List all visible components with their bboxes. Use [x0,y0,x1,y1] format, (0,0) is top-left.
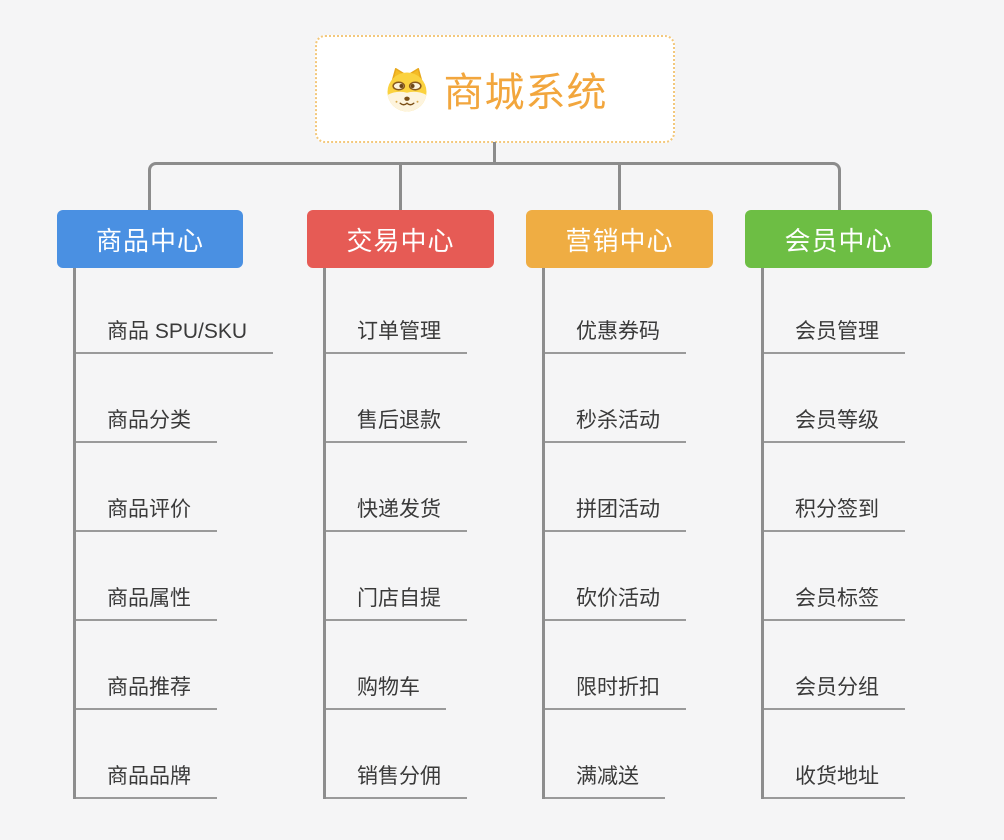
branch-children: 会员管理 会员等级 积分签到 会员标签 会员分组 收货地址 [745,268,985,799]
root-title: 商城系统 [443,71,608,115]
branch-node-member-center[interactable]: 会员中心 [745,210,932,268]
child-node[interactable]: 快递发货 [323,443,547,532]
branch-node-marketing-center[interactable]: 营销中心 [526,210,713,268]
child-node[interactable]: 限时折扣 [542,621,766,710]
child-node[interactable]: 销售分佣 [323,710,547,799]
child-node[interactable]: 购物车 [323,621,547,710]
child-node[interactable]: 拼团活动 [542,443,766,532]
child-node[interactable]: 积分签到 [761,443,985,532]
branch-trade-center: 交易中心 订单管理 售后退款 快递发货 门店自提 购物车 销售分佣 [307,210,547,799]
branch-children: 订单管理 售后退款 快递发货 门店自提 购物车 销售分佣 [307,268,547,799]
child-node[interactable]: 优惠券码 [542,268,766,354]
child-node[interactable]: 会员等级 [761,354,985,443]
branch-children: 优惠券码 秒杀活动 拼团活动 砍价活动 限时折扣 满减送 [526,268,766,799]
branch-children: 商品 SPU/SKU 商品分类 商品评价 商品属性 商品推荐 商品品牌 [57,268,297,799]
child-node[interactable]: 商品品牌 [73,710,297,799]
branch-member-center: 会员中心 会员管理 会员等级 积分签到 会员标签 会员分组 收货地址 [745,210,985,799]
connector-drop-trade [399,164,402,210]
child-node[interactable]: 满减送 [542,710,766,799]
child-node[interactable]: 收货地址 [761,710,985,799]
child-node[interactable]: 会员标签 [761,532,985,621]
branch-node-trade-center[interactable]: 交易中心 [307,210,494,268]
child-node[interactable]: 砍价活动 [542,532,766,621]
branch-marketing-center: 营销中心 优惠券码 秒杀活动 拼团活动 砍价活动 限时折扣 满减送 [526,210,766,799]
connector-drop-marketing [618,164,621,210]
child-node[interactable]: 会员管理 [761,268,985,354]
child-node[interactable]: 商品属性 [73,532,297,621]
child-node[interactable]: 商品推荐 [73,621,297,710]
child-node[interactable]: 商品 SPU/SKU [73,268,297,354]
child-node[interactable]: 会员分组 [761,621,985,710]
branch-node-product-center[interactable]: 商品中心 [57,210,243,268]
child-node[interactable]: 秒杀活动 [542,354,766,443]
connector-rail [148,162,841,210]
root-node-mall-system[interactable]: 商城系统 [315,35,675,143]
doge-icon [387,68,426,112]
child-node[interactable]: 门店自提 [323,532,547,621]
child-node[interactable]: 售后退款 [323,354,547,443]
connector-root-stem [493,142,496,164]
child-node[interactable]: 商品分类 [73,354,297,443]
child-node[interactable]: 订单管理 [323,268,547,354]
branch-product-center: 商品中心 商品 SPU/SKU 商品分类 商品评价 商品属性 商品推荐 商品品牌 [57,210,297,799]
child-node[interactable]: 商品评价 [73,443,297,532]
